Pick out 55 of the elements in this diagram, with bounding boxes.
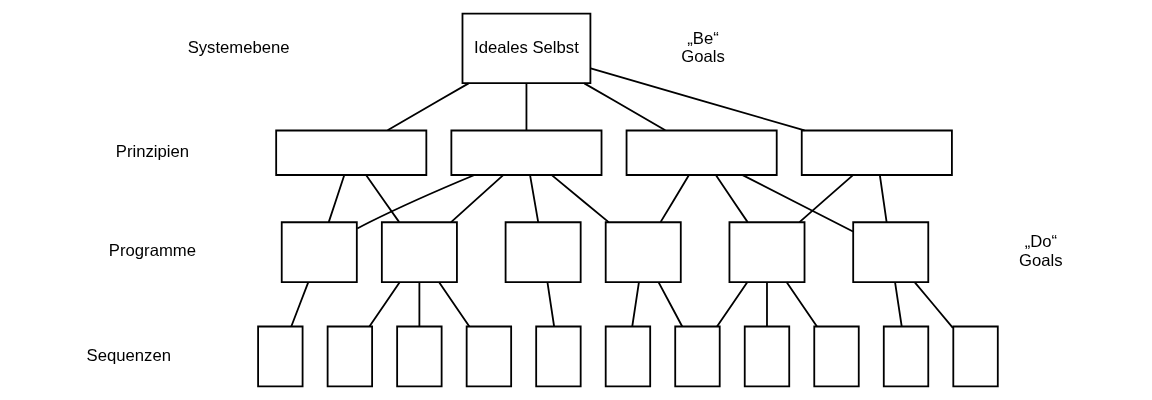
connector bbox=[368, 281, 401, 328]
node-box bbox=[625, 129, 778, 176]
node-box bbox=[449, 129, 602, 176]
connector bbox=[714, 174, 749, 224]
connector bbox=[659, 174, 690, 224]
connector bbox=[798, 174, 854, 224]
node-box bbox=[728, 221, 805, 283]
connector bbox=[589, 67, 805, 132]
node-box bbox=[380, 221, 458, 283]
node-box bbox=[395, 325, 443, 388]
node-box bbox=[280, 221, 358, 283]
connector bbox=[449, 174, 504, 224]
connector bbox=[765, 281, 768, 328]
node-box bbox=[326, 325, 373, 388]
connector bbox=[785, 281, 818, 328]
node-box: Ideales Selbst bbox=[461, 12, 591, 85]
connector bbox=[741, 174, 854, 233]
node-box bbox=[812, 325, 860, 388]
connector bbox=[289, 281, 309, 328]
connector bbox=[417, 281, 420, 328]
connector bbox=[550, 174, 610, 224]
label: Programme bbox=[108, 241, 196, 261]
connector bbox=[364, 174, 400, 224]
connector bbox=[386, 82, 469, 132]
connector bbox=[355, 174, 475, 230]
node-box bbox=[504, 221, 582, 283]
label: Sequenzen bbox=[86, 345, 171, 365]
connector bbox=[715, 281, 748, 328]
label: Systemebene bbox=[187, 37, 290, 57]
node-box bbox=[800, 129, 953, 176]
node-box bbox=[604, 325, 651, 388]
node-box bbox=[256, 325, 303, 388]
label: „Do“ Goals bbox=[1018, 232, 1063, 270]
connector bbox=[525, 82, 527, 132]
connector bbox=[893, 281, 903, 328]
node-box bbox=[274, 129, 427, 176]
connector bbox=[546, 281, 555, 328]
node-box bbox=[743, 325, 790, 388]
label: „Be“ Goals bbox=[680, 28, 725, 66]
connector bbox=[582, 82, 666, 132]
node-box bbox=[851, 221, 929, 283]
node-box bbox=[673, 325, 721, 388]
connector bbox=[913, 281, 954, 329]
node-box bbox=[534, 325, 582, 388]
node-box bbox=[604, 221, 682, 283]
label: Prinzipien bbox=[115, 142, 189, 162]
connector bbox=[657, 281, 683, 328]
node-box bbox=[465, 325, 512, 388]
node-box bbox=[951, 325, 999, 388]
connector bbox=[437, 281, 470, 328]
connector bbox=[878, 174, 888, 224]
connector bbox=[528, 174, 539, 224]
connector bbox=[327, 174, 345, 224]
connector bbox=[630, 281, 640, 328]
node-box bbox=[882, 325, 929, 388]
